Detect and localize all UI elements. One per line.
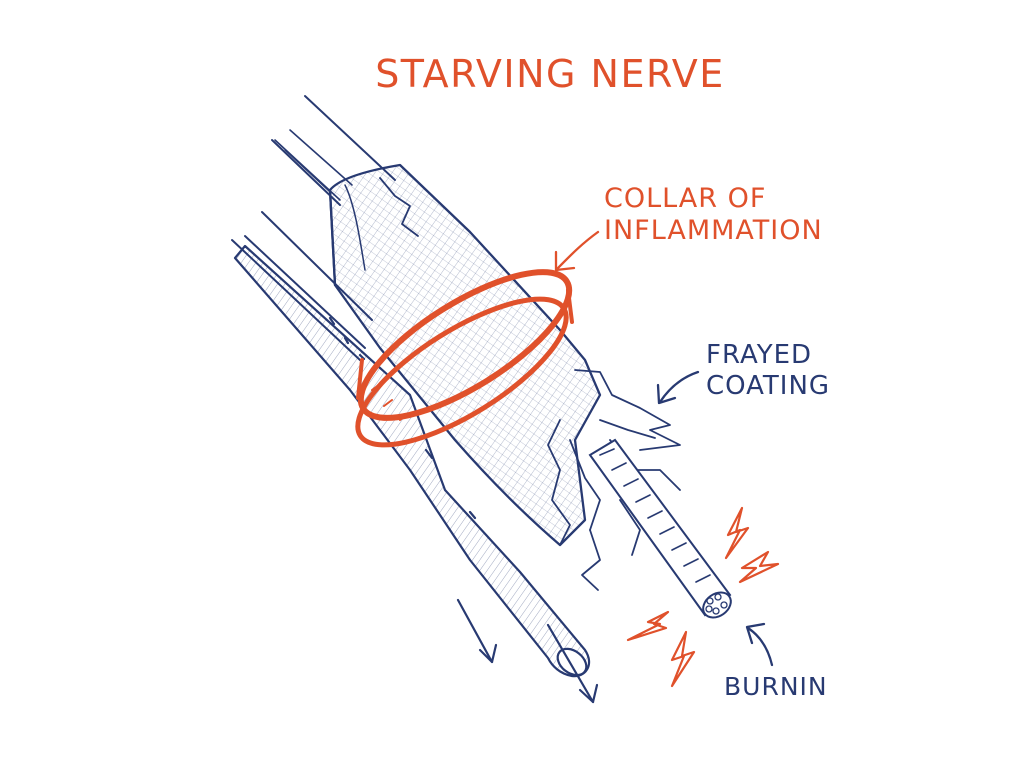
- inflammation-collar: [355, 269, 574, 448]
- burning-sparks: [626, 506, 780, 688]
- frayed-label-line2: COATING: [706, 371, 831, 402]
- burning-pointer-arrow: [746, 626, 774, 667]
- pointer-arrows: [554, 230, 774, 667]
- collar-label-line1: COLLAR OF: [604, 183, 767, 214]
- spark-icon: [738, 550, 780, 584]
- collar-pointer-arrow: [556, 230, 600, 270]
- collar-label-line2: INFLAMMATION: [604, 215, 823, 247]
- frayed-label: FRAYED COATING: [706, 340, 830, 402]
- spark-icon: [626, 610, 670, 642]
- collar-label: COLLAR OF INFLAMMATION: [604, 183, 823, 248]
- burning-label: BURNING: [724, 672, 829, 701]
- flow-arrows: [456, 598, 599, 704]
- frayed-label-line1: FRAYED: [706, 340, 813, 370]
- spark-icon: [670, 630, 696, 688]
- diagram-title: STARVING NERVE: [375, 52, 725, 96]
- spark-icon: [724, 506, 750, 560]
- flow-arrow-left: [456, 598, 494, 664]
- flow-arrow-right: [546, 623, 595, 704]
- frayed-pointer-arrow: [658, 370, 700, 404]
- inner-wire: [588, 438, 732, 619]
